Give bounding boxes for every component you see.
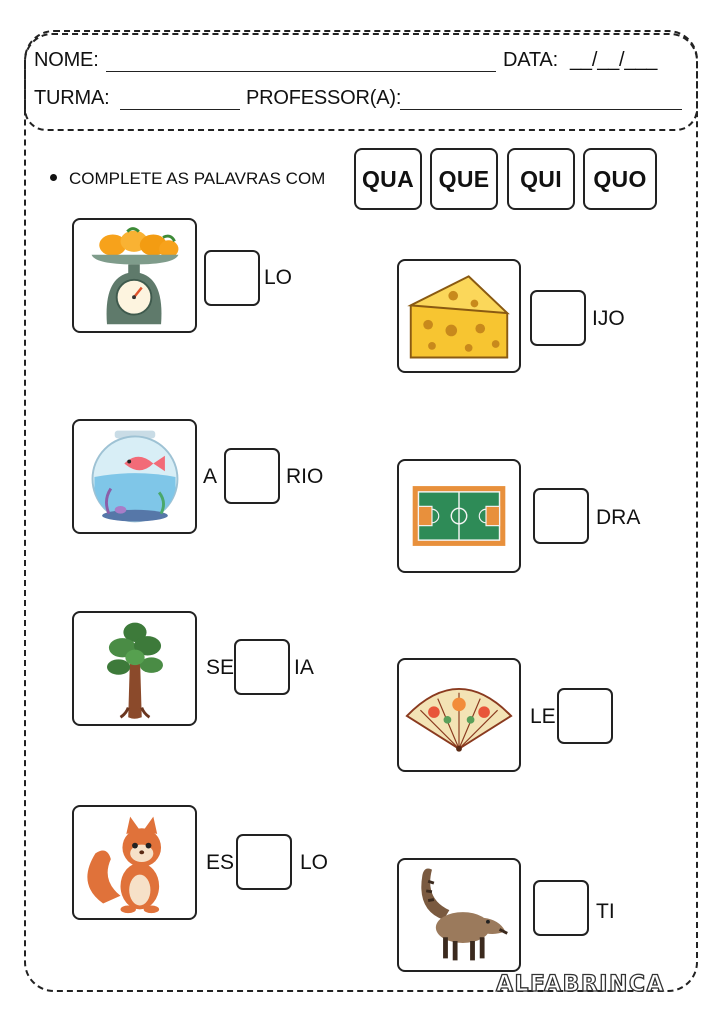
- scale-icon: [91, 227, 179, 325]
- brand-logo: ALFABRINCA: [495, 971, 666, 997]
- picture-squirrel: [72, 805, 197, 920]
- word-start-6: LE: [530, 705, 556, 728]
- answer-box-6[interactable]: [557, 688, 613, 744]
- instruction-text: COMPLETE AS PALAVRAS COM: [69, 169, 326, 188]
- word-end-8: TI: [596, 900, 615, 923]
- syllable-quo: QUO: [583, 148, 657, 210]
- tree-icon: [106, 622, 163, 719]
- word-start-5: SE: [206, 656, 235, 679]
- header-box: [24, 33, 698, 131]
- teacher-field[interactable]: [400, 109, 682, 110]
- bullet-icon: [50, 174, 57, 182]
- syllable-que: QUE: [430, 148, 498, 210]
- squirrel-icon: [87, 816, 162, 914]
- date-field[interactable]: __/__/___: [570, 49, 658, 71]
- worksheet-border: [24, 30, 698, 992]
- answer-box-8[interactable]: [533, 880, 589, 936]
- picture-sequoia: [72, 611, 197, 726]
- answer-box-2[interactable]: [530, 290, 586, 346]
- answer-box-4[interactable]: [533, 488, 589, 544]
- word-end-7: LO: [300, 851, 329, 874]
- word-start-7: ES: [206, 851, 235, 874]
- hand-fan-icon: [405, 687, 513, 752]
- date-label: DATA:: [503, 49, 558, 71]
- answer-box-5[interactable]: [234, 639, 290, 695]
- answer-box-1[interactable]: [204, 250, 260, 306]
- word-start-3: A: [203, 465, 218, 488]
- syllable-qua: QUA: [354, 148, 422, 210]
- cheese-icon: [407, 275, 510, 359]
- syllable-qui: QUI: [507, 148, 575, 210]
- word-end-4: DRA: [596, 506, 641, 529]
- picture-court: [397, 459, 521, 573]
- picture-coati: [397, 858, 521, 972]
- word-end-2: IJO: [592, 307, 625, 330]
- word-end-3: RIO: [286, 465, 324, 488]
- coati-icon: [421, 868, 508, 961]
- picture-cheese: [397, 259, 521, 373]
- word-end-1: LO: [264, 266, 293, 289]
- aquarium-icon: [91, 430, 179, 523]
- basketball-court-icon: [412, 486, 506, 546]
- answer-box-7[interactable]: [236, 834, 292, 890]
- class-field[interactable]: [120, 109, 240, 110]
- picture-aquarium: [72, 419, 197, 534]
- name-label: NOME:: [34, 49, 99, 71]
- picture-scale: [72, 218, 197, 333]
- teacher-label: PROFESSOR(A):: [246, 87, 402, 109]
- answer-box-3[interactable]: [224, 448, 280, 504]
- word-end-5: IA: [294, 656, 314, 679]
- picture-fan: [397, 658, 521, 772]
- instruction: COMPLETE AS PALAVRAS COM: [50, 168, 325, 190]
- name-field[interactable]: [106, 71, 496, 72]
- class-label: TURMA:: [34, 87, 110, 109]
